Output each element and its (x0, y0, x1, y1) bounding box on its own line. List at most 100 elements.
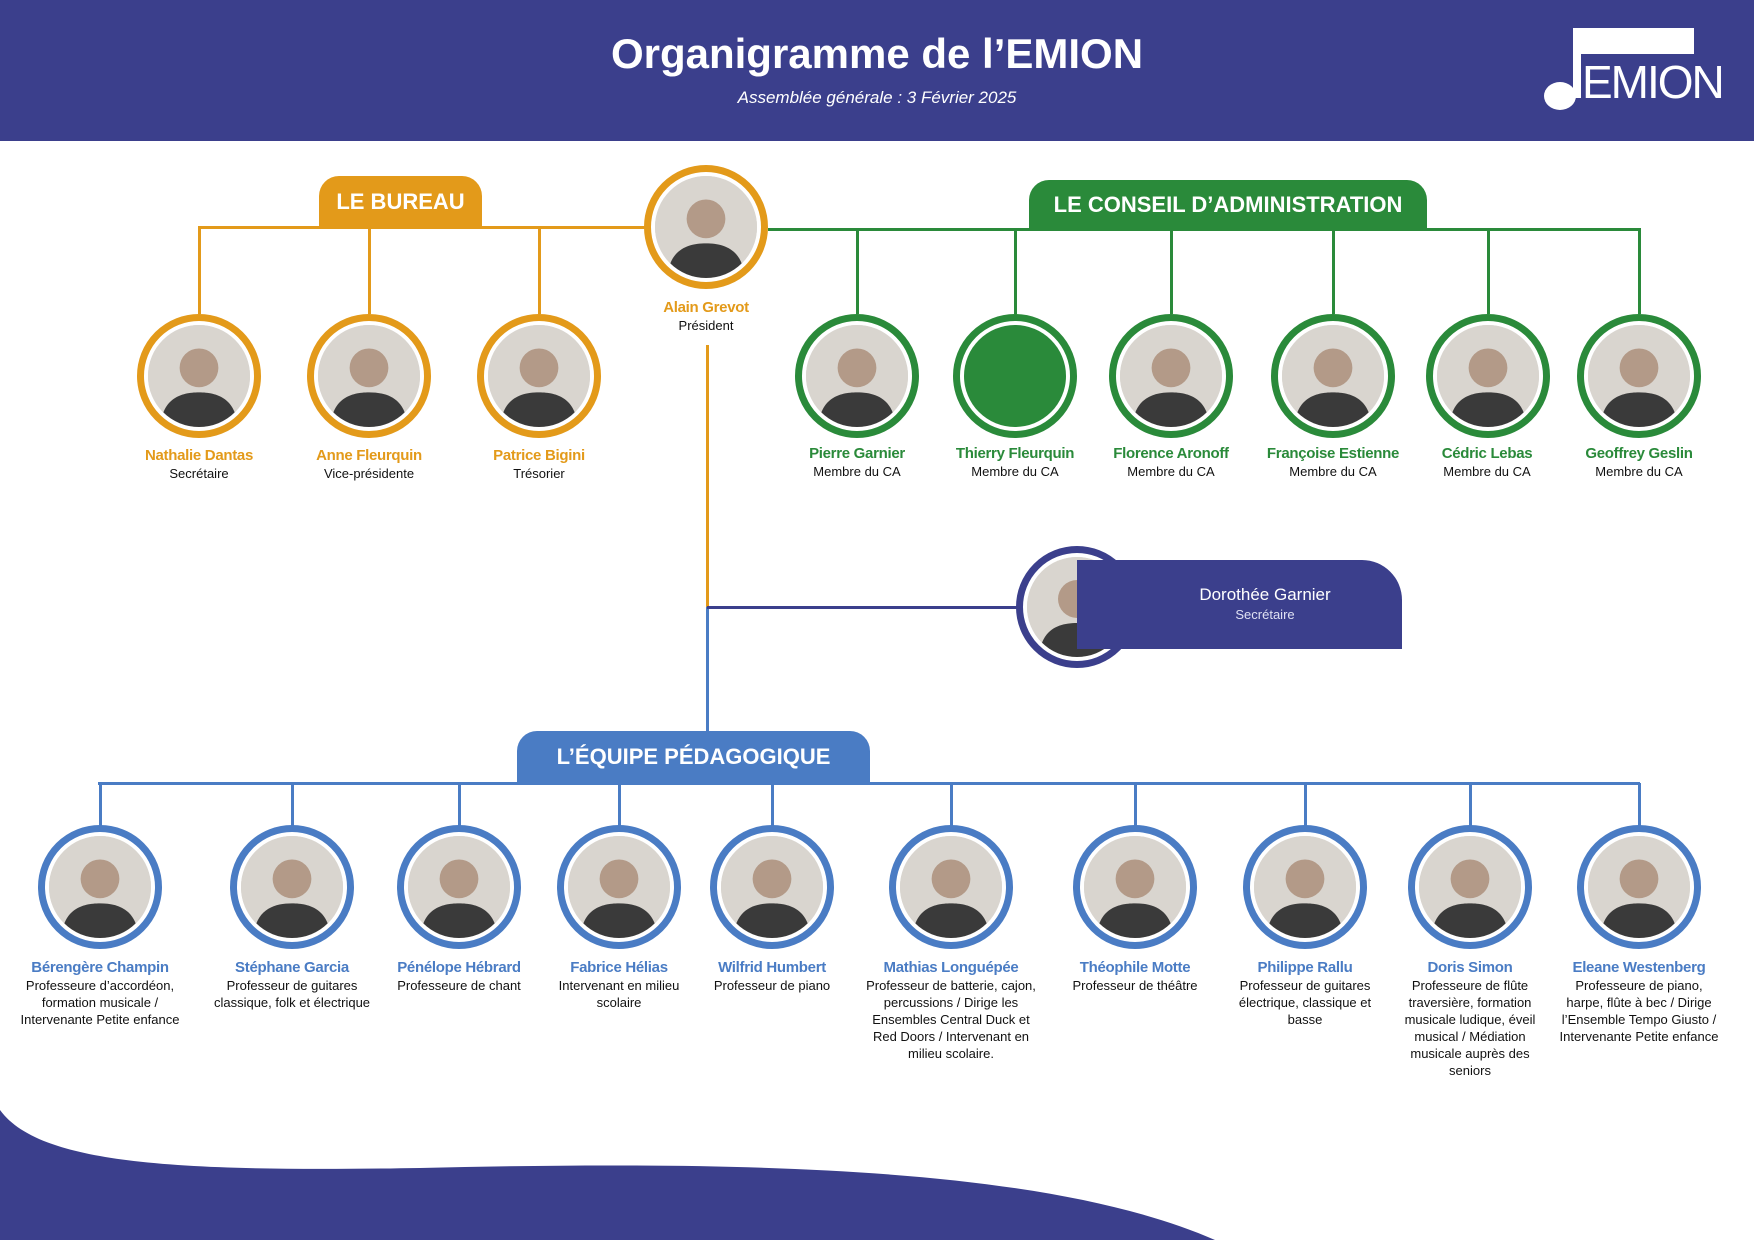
secretariat-role: Secrétaire (1235, 607, 1295, 622)
portrait-photo (900, 836, 1002, 938)
portrait-photo (1419, 836, 1521, 938)
equipe-branch (1637, 783, 1641, 827)
member-role: Secrétaire (169, 466, 229, 481)
member-role: Professeur de guitares électrique, class… (1238, 978, 1372, 1027)
bureau-branch (197, 227, 201, 314)
logo-text: EMION (1582, 56, 1725, 108)
member-role: Professeure de flûte traversière, format… (1404, 978, 1536, 1078)
portrait-photo (1120, 325, 1222, 427)
conseil-portrait (1577, 314, 1701, 438)
equipe-branch (1468, 783, 1472, 827)
member-name: Stéphane Garcia (235, 959, 349, 976)
equipe-connector (98, 781, 1640, 785)
member-name: Nathalie Dantas (144, 447, 254, 464)
equipe-label: L’ÉQUIPE PÉDAGOGIQUE (517, 731, 870, 783)
portrait-photo (1282, 325, 1384, 427)
secretariat-name: Dorothée Garnier (1199, 585, 1331, 604)
member-name: Doris Simon (1427, 959, 1513, 976)
portrait-photo (1588, 836, 1690, 938)
member-role: Membre du CA (1127, 464, 1215, 479)
president-role: Président (678, 318, 734, 333)
member-name: Théophile Motte (1079, 959, 1191, 976)
member-role: Membre du CA (1289, 464, 1377, 479)
member-role: Membre du CA (1443, 464, 1531, 479)
logo-bar (1581, 28, 1694, 54)
portrait-photo (241, 836, 343, 938)
member-role: Vice-présidente (323, 466, 415, 481)
president-portrait (644, 165, 768, 289)
bureau-label: LE BUREAU (319, 176, 482, 227)
page-title: Organigramme de l’EMION (610, 30, 1144, 77)
conseil-member-card: Françoise Estienne Membre du CA (1259, 444, 1407, 480)
conseil-member-card: Thierry Fleurquin Membre du CA (941, 444, 1089, 480)
logo-note (1544, 82, 1576, 110)
equipe-member-card: Stéphane Garcia Professeur de guitares c… (212, 958, 372, 1011)
president-trunk (705, 345, 709, 607)
portrait-photo (568, 836, 670, 938)
equipe-branch (949, 783, 953, 827)
member-role: Professeure d’accordéon, formation music… (20, 978, 180, 1027)
equipe-portrait (1408, 825, 1532, 949)
portrait-photo (1437, 325, 1539, 427)
equipe-portrait (889, 825, 1013, 949)
bureau-portrait (137, 314, 261, 438)
member-name: Anne Fleurquin (316, 447, 422, 464)
equipe-member-card: Fabrice Hélias Intervenant en milieu sco… (545, 958, 693, 1011)
member-role: Professeur de théâtre (1072, 978, 1198, 993)
equipe-member-card: Mathias Longuépée Professeur de batterie… (865, 958, 1037, 1062)
bureau-member-card: Patrice Bigini Trésorier (464, 446, 614, 482)
portrait-photo (148, 325, 250, 427)
equipe-member-card: Théophile Motte Professeur de théâtre (1053, 958, 1217, 994)
conseil-label: LE CONSEIL D’ADMINISTRATION (1029, 180, 1427, 229)
conseil-portrait (1426, 314, 1550, 438)
member-name: Pierre Garnier (809, 445, 905, 462)
equipe-member-card: Bérengère Champin Professeure d’accordéo… (10, 958, 190, 1028)
conseil-portrait (795, 314, 919, 438)
bureau-portrait (477, 314, 601, 438)
equipe-trunk (705, 607, 709, 733)
member-role: Membre du CA (813, 464, 901, 479)
member-name: Fabrice Hélias (570, 959, 668, 976)
conseil-member-card: Pierre Garnier Membre du CA (783, 444, 931, 480)
secretariat-connector (707, 605, 1020, 609)
bureau-branch (537, 227, 541, 314)
secretariat-box (1077, 560, 1402, 649)
portrait-photo (806, 325, 908, 427)
member-name: Florence Aronoff (1113, 445, 1229, 462)
equipe-branch (1303, 783, 1307, 827)
member-role: Professeure de chant (397, 978, 521, 993)
equipe-portrait (1577, 825, 1701, 949)
portrait-photo (964, 325, 1066, 427)
member-role: Professeure de piano, harpe, flûte à bec… (1559, 978, 1719, 1044)
bureau-branch (367, 227, 371, 314)
member-name: Philippe Rallu (1257, 959, 1353, 976)
equipe-member-card: Doris Simon Professeure de flûte travers… (1392, 958, 1548, 1079)
member-name: Geoffrey Geslin (1585, 445, 1693, 462)
equipe-member-card: Pénélope Hébrard Professeure de chant (383, 958, 535, 994)
conseil-portrait (953, 314, 1077, 438)
header-banner: Organigramme de l’EMION Assemblée généra… (0, 0, 1754, 141)
equipe-branch (1133, 783, 1137, 827)
member-role: Membre du CA (1595, 464, 1683, 479)
portrait-photo (488, 325, 590, 427)
member-name: Thierry Fleurquin (955, 445, 1075, 462)
portrait-photo (408, 836, 510, 938)
page-subtitle: Assemblée générale : 3 Février 2025 (737, 88, 1017, 107)
member-name: Patrice Bigini (493, 447, 585, 464)
equipe-member-card: Wilfrid Humbert Professeur de piano (698, 958, 846, 994)
equipe-branch (290, 783, 294, 827)
bureau-connector (198, 225, 645, 229)
member-name: Françoise Estienne (1266, 445, 1400, 462)
bureau-member-card: Nathalie Dantas Secrétaire (124, 446, 274, 482)
member-role: Intervenant en milieu scolaire (558, 978, 680, 1010)
member-name: Eleane Westenberg (1572, 959, 1706, 976)
member-role: Membre du CA (971, 464, 1059, 479)
conseil-branch (855, 229, 859, 314)
equipe-branch (617, 783, 621, 827)
portrait-photo (49, 836, 151, 938)
conseil-branch (1331, 229, 1335, 314)
equipe-portrait (557, 825, 681, 949)
portrait-photo (655, 176, 757, 278)
conseil-branch (1637, 229, 1641, 314)
